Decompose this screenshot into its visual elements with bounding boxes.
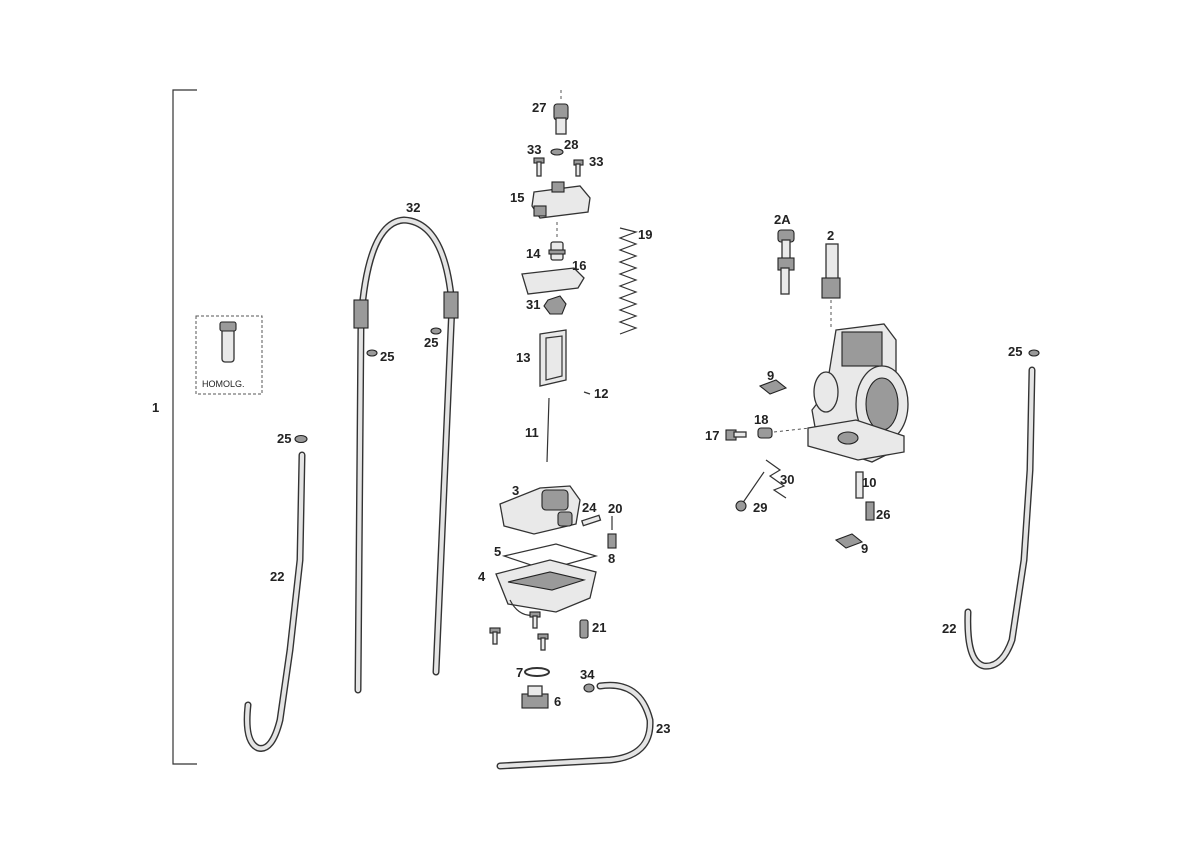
callout-13: 13 bbox=[516, 350, 530, 365]
clip-9-upper bbox=[758, 379, 788, 395]
callout-12: 12 bbox=[594, 386, 608, 401]
callout-17: 17 bbox=[705, 428, 719, 443]
clamp-25-mid bbox=[366, 349, 378, 357]
nut-31 bbox=[543, 295, 567, 315]
homolog-box bbox=[195, 315, 263, 395]
callout-26: 26 bbox=[876, 507, 890, 522]
adjuster-27 bbox=[553, 90, 569, 135]
callout-1: 1 bbox=[152, 400, 159, 415]
callout-27: 27 bbox=[532, 100, 546, 115]
callout-25-upper: 25 bbox=[424, 335, 438, 350]
callout-32: 32 bbox=[406, 200, 420, 215]
cap-15 bbox=[531, 181, 591, 219]
callout-4: 4 bbox=[478, 569, 486, 584]
jet-26 bbox=[865, 501, 875, 521]
callout-33b: 33 bbox=[589, 154, 603, 169]
callout-20: 20 bbox=[608, 501, 622, 516]
carburetor-body bbox=[807, 323, 909, 463]
callout-21: 21 bbox=[592, 620, 606, 635]
callout-22-left: 22 bbox=[270, 569, 284, 584]
callout-25-mid: 25 bbox=[380, 349, 394, 364]
callout-34: 34 bbox=[580, 667, 595, 682]
assembly-bracket bbox=[172, 89, 197, 765]
drain-plug-6 bbox=[521, 685, 549, 709]
callout-11: 11 bbox=[525, 425, 539, 440]
part-2 bbox=[821, 243, 841, 330]
gasket-16 bbox=[521, 267, 585, 295]
o-ring-7 bbox=[524, 667, 550, 677]
pilot-jet-8 bbox=[607, 533, 617, 549]
callout-19: 19 bbox=[638, 227, 652, 242]
callout-30: 30 bbox=[780, 472, 794, 487]
callout-5: 5 bbox=[494, 544, 501, 559]
callout-23: 23 bbox=[656, 721, 670, 736]
clip-12 bbox=[583, 391, 591, 395]
callout-25-left: 25 bbox=[277, 431, 291, 446]
clamp-25-upper bbox=[430, 327, 442, 335]
jet-10 bbox=[855, 471, 864, 499]
callout-29: 29 bbox=[753, 500, 767, 515]
clip-9-lower bbox=[834, 533, 864, 549]
callout-7: 7 bbox=[516, 665, 523, 680]
callout-25-right: 25 bbox=[1008, 344, 1022, 359]
screw-33a bbox=[533, 157, 545, 177]
callout-6: 6 bbox=[554, 694, 561, 709]
screw-21 bbox=[579, 619, 589, 639]
homolog-label: HOMOLG. bbox=[202, 379, 245, 389]
callout-28: 28 bbox=[564, 137, 578, 152]
screw-33b bbox=[573, 159, 584, 177]
bowl-screws bbox=[489, 611, 549, 651]
callout-8: 8 bbox=[608, 551, 615, 566]
hose-23 bbox=[496, 681, 654, 770]
callout-10: 10 bbox=[862, 475, 876, 490]
screw-17 bbox=[725, 429, 747, 441]
callout-33a: 33 bbox=[527, 142, 541, 157]
callout-16: 16 bbox=[572, 258, 586, 273]
float-bowl-top-3 bbox=[499, 485, 581, 535]
callout-2: 2 bbox=[827, 228, 834, 243]
hose-32 bbox=[353, 216, 459, 694]
callout-9-upper: 9 bbox=[767, 368, 774, 383]
callout-3: 3 bbox=[512, 483, 519, 498]
callout-9-lower: 9 bbox=[861, 541, 868, 556]
callout-31: 31 bbox=[526, 297, 540, 312]
callout-14: 14 bbox=[526, 246, 541, 261]
washer-28 bbox=[550, 148, 564, 156]
hose-22-left bbox=[243, 451, 306, 752]
hose-22-right bbox=[964, 366, 1036, 670]
clamp-25-left bbox=[294, 434, 308, 444]
pin-24 bbox=[581, 514, 602, 527]
screw-29 bbox=[735, 471, 765, 512]
callout-22-right: 22 bbox=[942, 621, 956, 636]
needle-11 bbox=[546, 397, 550, 463]
valve-14 bbox=[548, 241, 566, 261]
fitting-34 bbox=[583, 683, 595, 693]
callout-15: 15 bbox=[510, 190, 524, 205]
throttle-stop-2A bbox=[777, 229, 795, 295]
callout-2A: 2A bbox=[774, 212, 791, 227]
float-bowl-4 bbox=[495, 559, 597, 616]
spring-18 bbox=[757, 427, 773, 439]
callout-18: 18 bbox=[754, 412, 768, 427]
clamp-25-right bbox=[1028, 349, 1040, 357]
spring-19 bbox=[618, 227, 639, 335]
spring-30 bbox=[765, 459, 787, 499]
callout-24: 24 bbox=[582, 500, 597, 515]
slide-13 bbox=[539, 329, 567, 387]
